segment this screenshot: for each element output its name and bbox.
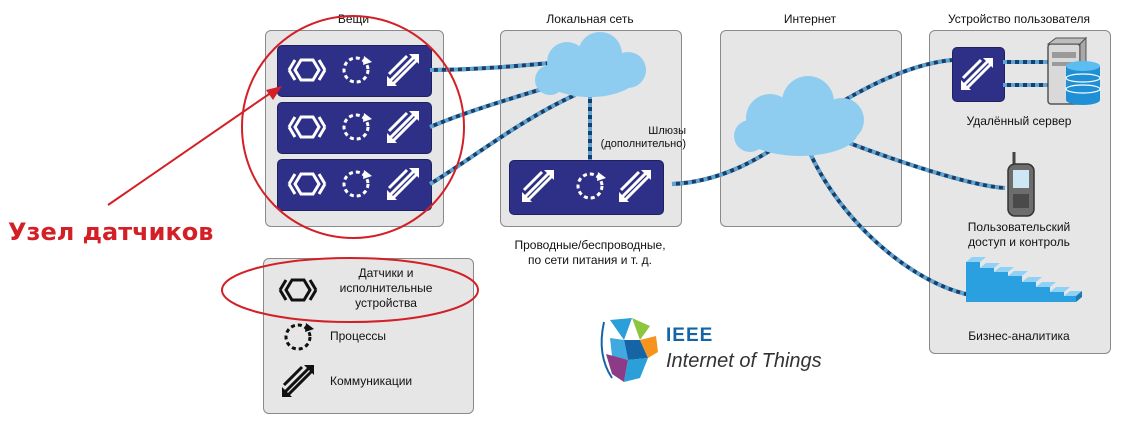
legend-sensors-line-3: устройства: [355, 296, 417, 310]
network-caption: Проводные/беспроводные, по сети питания …: [490, 238, 690, 268]
analytics-bars-icon: [966, 257, 1082, 302]
gateway-icons: [520, 168, 653, 204]
legend-processes-label: Процессы: [330, 329, 387, 343]
user-access-label: Пользовательский доступ и контроль: [939, 220, 1099, 250]
local-network-cloud: [535, 32, 646, 97]
ieee-iot-logo-mark: [600, 318, 658, 382]
sensor-node-annotation: Узел датчиков: [8, 218, 214, 246]
annotation-arrow-head: [266, 86, 282, 100]
server-comm-icon: [959, 56, 995, 92]
ieee-brand-tagline: Internet of Things: [666, 350, 822, 372]
legend-panel: [263, 258, 474, 414]
business-analytics-label: Бизнес-аналитика: [968, 329, 1070, 343]
legend-icons: [278, 278, 318, 397]
ieee-brand-name: IEEE: [666, 325, 714, 346]
user-access-line-2: доступ и контроль: [968, 235, 1070, 249]
network-caption-line-2: по сети питания и т. д.: [528, 253, 652, 267]
database-icon: [1065, 61, 1101, 105]
gateways-label: Шлюзы (дополнительно): [590, 125, 686, 151]
gateways-label-line-1: Шлюзы: [648, 125, 686, 137]
legend-sensors-line-1: Датчики и: [358, 266, 414, 280]
sensors-legend-highlight-ellipse: [221, 257, 479, 323]
section-title-local-network: Локальная сеть: [546, 12, 634, 26]
legend-communications-label: Коммуникации: [330, 374, 413, 388]
internet-cloud: [734, 76, 864, 156]
sensor-node-highlight-circle: [241, 15, 465, 239]
annotation-marks: [107, 15, 479, 323]
remote-server-label: Удалённый сервер: [966, 114, 1072, 128]
network-caption-line-1: Проводные/беспроводные,: [514, 238, 666, 252]
gateways-label-line-2: (дополнительно): [600, 138, 686, 150]
legend-sensors-line-2: исполнительные: [339, 281, 433, 295]
section-title-user-devices: Устройство пользователя: [947, 12, 1091, 26]
section-title-internet: Интернет: [783, 12, 837, 26]
legend-sensors-label: Датчики и исполнительные устройства: [326, 266, 446, 311]
user-access-line-1: Пользовательский: [967, 220, 1071, 234]
mobile-phone-icon: [1007, 152, 1035, 217]
sensor-node-icons: [287, 52, 421, 202]
annotation-arrow-line: [107, 89, 276, 206]
